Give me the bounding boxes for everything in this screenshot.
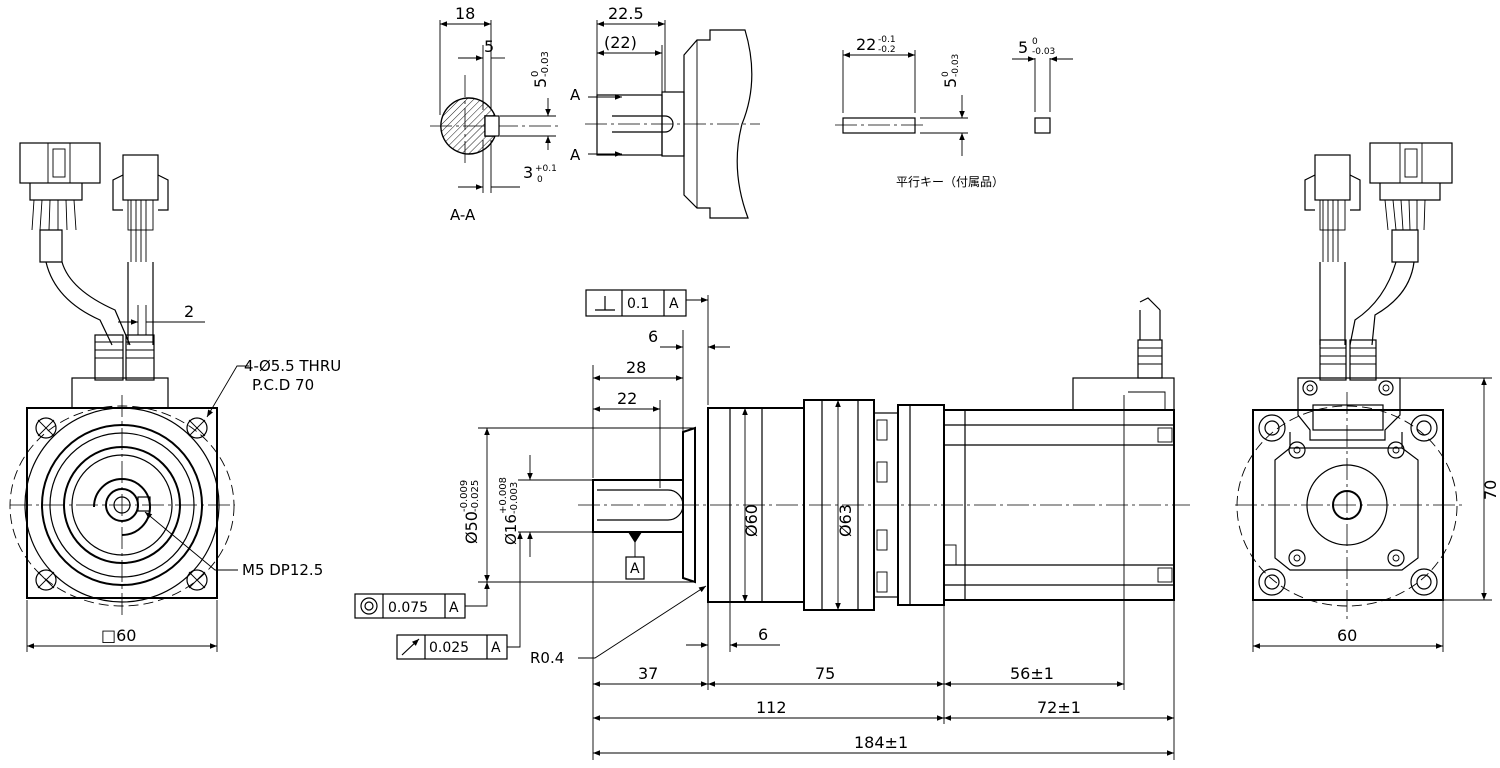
- svg-text:0: 0: [530, 71, 541, 77]
- hole-note-2: P.C.D 70: [252, 376, 314, 394]
- dim-22-ref: (22): [604, 33, 637, 52]
- svg-text:0: 0: [941, 71, 951, 77]
- radius-r0-4: R0.4: [530, 649, 564, 667]
- svg-text:-0.03: -0.03: [951, 54, 961, 77]
- parallel-key-detail: 22 -0.1 -0.2 5 0 -0.03 5 0 -0.03 平行キー（付属…: [835, 35, 1073, 189]
- dim-22: 22: [617, 389, 637, 408]
- svg-text:-0.025: -0.025: [470, 480, 481, 512]
- svg-text:-0.003: -0.003: [509, 482, 520, 514]
- dia-60: Ø60: [742, 504, 761, 537]
- dim-6-top: 6: [648, 327, 658, 346]
- shaft-side-view: 22.5 (22) A A: [570, 4, 760, 219]
- svg-text:-0.03: -0.03: [540, 51, 551, 77]
- svg-text:-0.2: -0.2: [878, 45, 896, 55]
- perp-datum: A: [669, 296, 679, 312]
- dia-50: Ø50: [462, 511, 481, 544]
- conc-datum: A: [449, 600, 459, 616]
- runout-value: 0.025: [429, 640, 469, 656]
- svg-text:-0.009: -0.009: [459, 480, 470, 512]
- svg-text:0: 0: [1032, 37, 1038, 47]
- dim-key-tol: 5: [531, 78, 550, 88]
- dia-16: Ø16: [502, 514, 520, 545]
- hole-note-1: 4-Ø5.5 THRU: [244, 357, 341, 375]
- dim-184: 184±1: [854, 733, 908, 752]
- section-view-a-a: 18 5 5 0 -0.03 3 +0.1 0 A-A: [430, 4, 560, 224]
- key-height: 5: [941, 78, 960, 88]
- dim-6-bottom: 6: [758, 625, 768, 644]
- dim-3: 3: [523, 163, 533, 182]
- tap-note: M5 DP12.5: [242, 561, 323, 579]
- dim-56: 56±1: [1010, 664, 1054, 683]
- dim-28: 28: [626, 358, 646, 377]
- conc-value: 0.075: [388, 600, 428, 616]
- key-length: 22: [856, 35, 876, 54]
- key-caption: 平行キー（付属品）: [896, 175, 1004, 189]
- dim-112: 112: [756, 698, 787, 717]
- dim-37: 37: [638, 664, 658, 683]
- dim-72: 72±1: [1037, 698, 1081, 717]
- dim-22-5: 22.5: [608, 4, 644, 23]
- key-width: 5: [1018, 38, 1028, 57]
- svg-text:-0.1: -0.1: [878, 35, 896, 45]
- side-view: 0.1 A 6 28 22 Ø50 -0.009 -0.025 Ø16: [354, 289, 1190, 760]
- dim-2: 2: [184, 302, 194, 321]
- section-mark-a-top: A: [570, 86, 581, 104]
- dim-square-60: □60: [101, 626, 136, 645]
- svg-text:0: 0: [537, 175, 543, 185]
- datum-a: A: [630, 561, 640, 577]
- dim-70: 70: [1481, 480, 1500, 500]
- section-mark-a-bottom: A: [570, 146, 581, 164]
- svg-text:+0.008: +0.008: [498, 477, 509, 514]
- svg-text:-0.03: -0.03: [1032, 47, 1055, 57]
- perp-value: 0.1: [627, 296, 649, 312]
- dim-75: 75: [815, 664, 835, 683]
- svg-text:+0.1: +0.1: [535, 164, 557, 174]
- front-view: 2 4-Ø5.5 THRU P.C.D 70 M5 DP12.5 □60: [9, 142, 341, 652]
- runout-datum: A: [491, 640, 501, 656]
- section-label: A-A: [450, 206, 476, 224]
- dia-63: Ø63: [836, 504, 855, 537]
- dim-5: 5: [484, 37, 494, 56]
- dim-18: 18: [455, 4, 475, 23]
- rear-view: 70 60: [1235, 142, 1500, 652]
- dim-60: 60: [1337, 626, 1357, 645]
